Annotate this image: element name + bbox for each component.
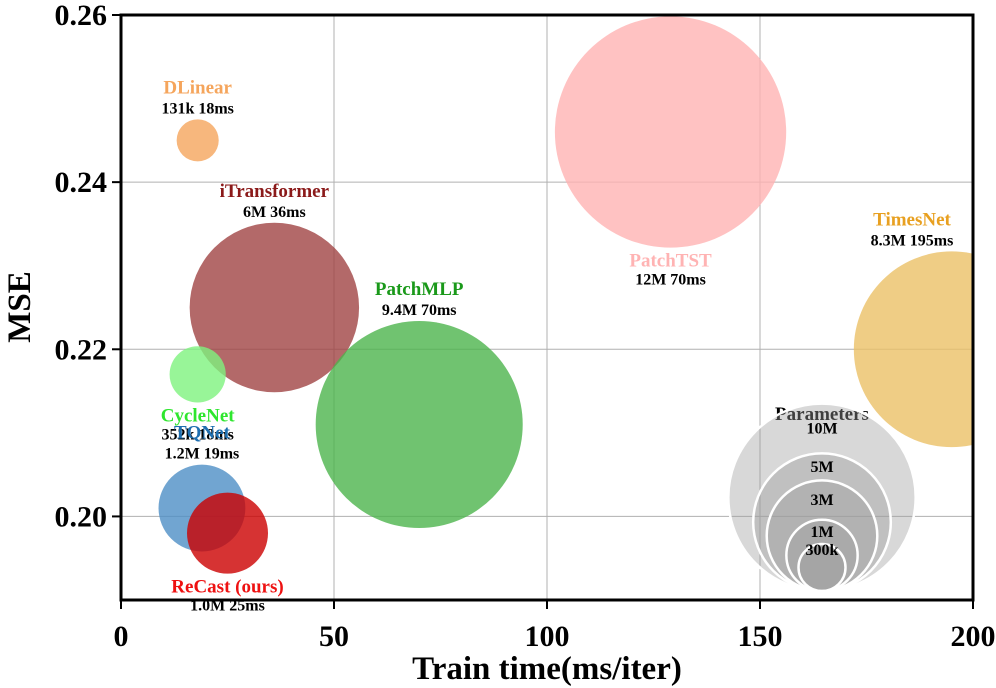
detail-patchmlp: 9.4M 70ms xyxy=(382,302,457,319)
bubble-cyclenet xyxy=(169,346,226,403)
label-timesnet: TimesNet xyxy=(873,209,951,230)
bubble-timesnet xyxy=(853,251,973,448)
x-tick-label: 100 xyxy=(525,620,570,653)
label-itransformer: iTransformer xyxy=(220,181,330,202)
legend-label: 5M xyxy=(810,459,833,476)
point-labels: DLinear 131k 18ms iTransformer 6M 36msCycle… xyxy=(161,77,954,614)
detail-cyclenet: 352k 18ms xyxy=(161,426,233,443)
y-tick-label: 0.26 xyxy=(55,0,108,32)
detail-patchtst: 12M 70ms xyxy=(635,272,706,289)
label-recast-ours: ReCast (ours) xyxy=(171,577,283,598)
bubble-recast-ours xyxy=(187,492,268,574)
x-tick-label: 50 xyxy=(319,620,349,653)
legend-label: 10M xyxy=(806,421,837,438)
detail-tqnet: 1.2M 19ms xyxy=(165,446,240,463)
label-dlinear: DLinear xyxy=(163,77,232,98)
legend-label: 1M xyxy=(810,524,833,541)
x-axis-ticks: 0 50 100 150 200 xyxy=(114,600,996,653)
bubble-dlinear xyxy=(176,119,219,162)
bubble-itransformer xyxy=(189,222,360,393)
x-axis-title: Train time(ms/iter) xyxy=(412,651,682,687)
label-patchmlp: PatchMLP xyxy=(375,279,464,300)
bubbles xyxy=(158,16,973,574)
legend-label: 300k xyxy=(806,542,839,559)
bubble-patchmlp xyxy=(315,320,523,529)
x-tick-label: 150 xyxy=(738,620,783,653)
detail-itransformer: 6M 36ms xyxy=(243,204,306,221)
legend-label: 3M xyxy=(810,492,833,509)
y-axis-ticks: 0.20 0.22 0.24 0.26 xyxy=(55,0,121,533)
label-tqnet: TQNet xyxy=(174,423,231,444)
y-tick-label: 0.24 xyxy=(55,166,108,199)
bubble-patchtst xyxy=(554,16,787,248)
legend-bubble xyxy=(797,542,847,593)
detail-timesnet: 8.3M 195ms xyxy=(871,232,954,249)
legend-title: Parameters xyxy=(775,404,869,425)
detail-recast-ours: 1.0M 25ms xyxy=(190,598,265,615)
x-tick-label: 200 xyxy=(951,620,996,653)
y-axis-title: MSE xyxy=(2,271,38,343)
detail-dlinear: 131k 18ms xyxy=(161,100,233,117)
label-patchtst: PatchTST xyxy=(629,251,712,272)
y-tick-label: 0.20 xyxy=(55,500,108,533)
y-tick-label: 0.22 xyxy=(55,333,108,366)
label-cyclenet: CycleNet xyxy=(161,405,236,426)
x-tick-label: 0 xyxy=(114,620,129,653)
